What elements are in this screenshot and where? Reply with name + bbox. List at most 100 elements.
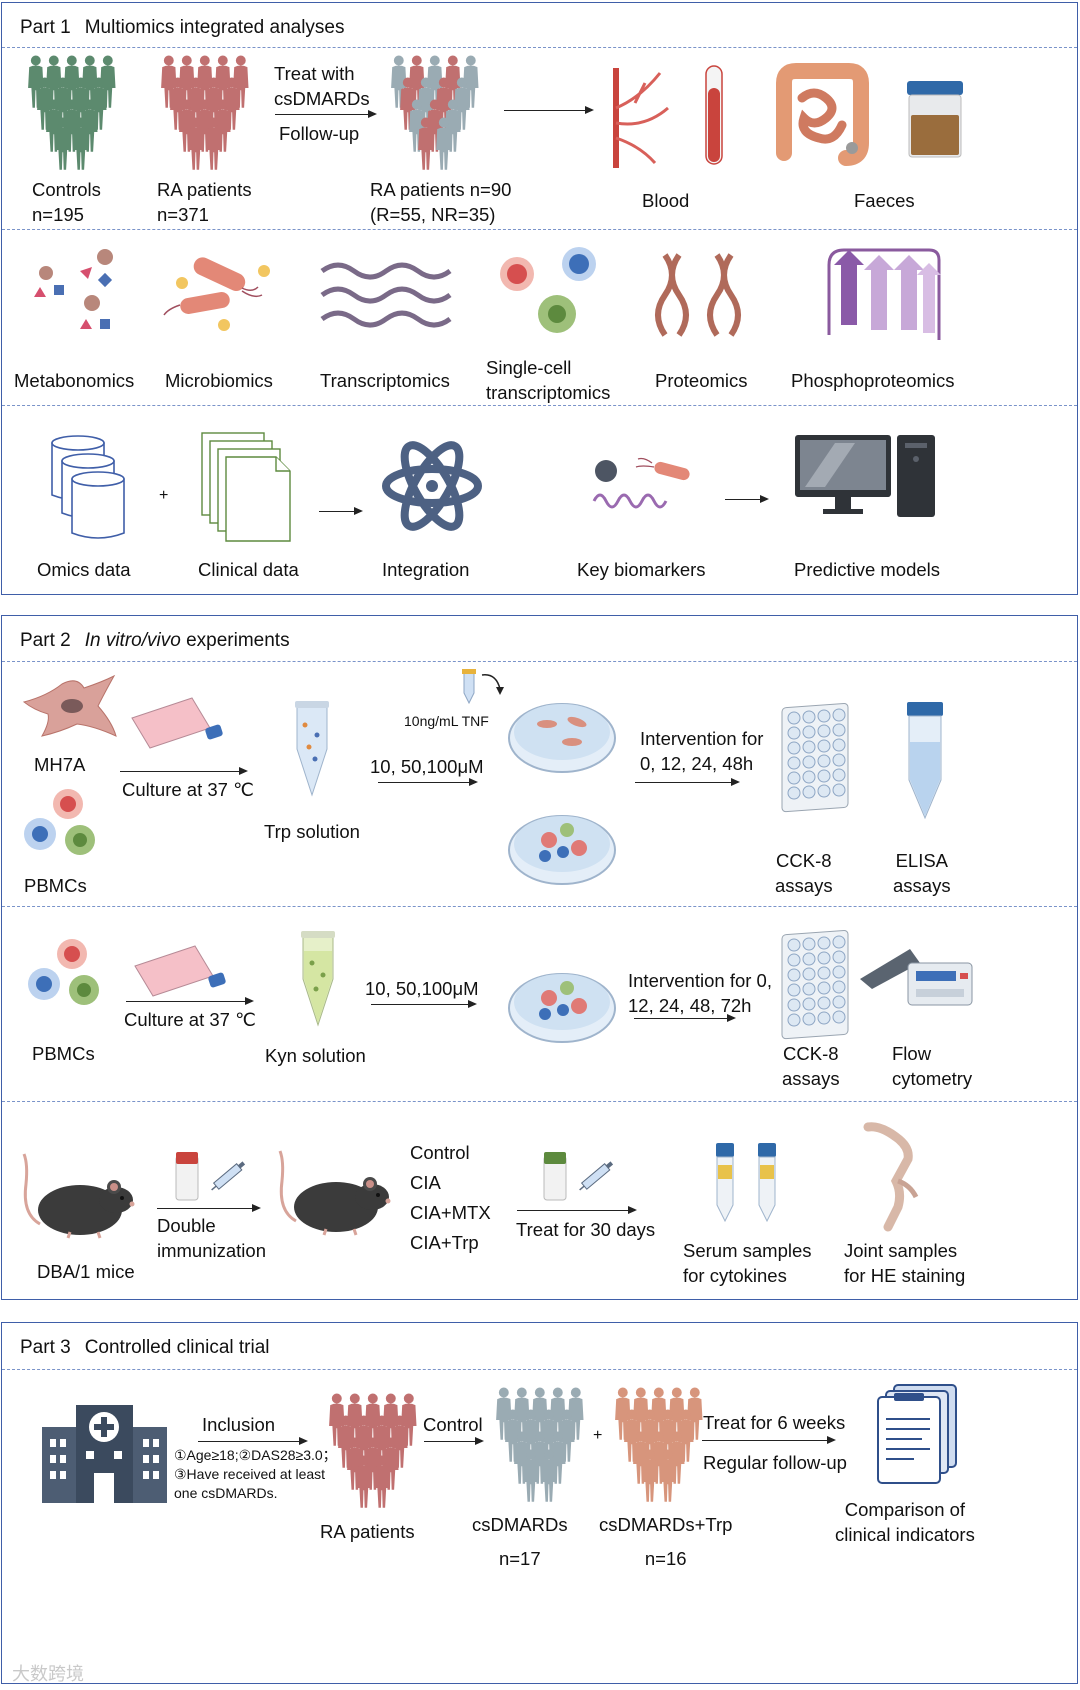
- tnf-tube-icon: [462, 669, 504, 705]
- divider: [2, 1101, 1077, 1102]
- cck8-plate-icon: [781, 703, 849, 813]
- ra-patients-crowd-icon-3: [329, 1393, 417, 1508]
- blood-vessel-icon: [613, 68, 669, 168]
- divider: [2, 1369, 1077, 1370]
- documents-icon: [201, 432, 291, 542]
- vial-syringe-icon: [175, 1152, 246, 1201]
- to-samples-arrow: [504, 105, 594, 114]
- kyn-solution-label: Kyn solution: [265, 1045, 366, 1066]
- trp-tube-icon: [295, 701, 329, 797]
- trp-concentration-label: 10, 50,100μM: [370, 756, 484, 777]
- inclusion-criteria: ①Age≥18;②DAS28≥3.0；③Have received at lea…: [174, 1447, 337, 1501]
- transcriptomics-label: Transcriptomics: [320, 370, 450, 391]
- mouse-icon: [22, 1153, 135, 1239]
- pbmcs-label-2: PBMCs: [32, 1043, 95, 1064]
- controls-crowd-icon: [28, 55, 116, 170]
- database-icon: [51, 435, 125, 539]
- vial-syringe-icon-2: [543, 1152, 614, 1201]
- treat-30-arrow: [517, 1205, 637, 1214]
- trp-arrow: [378, 777, 478, 786]
- petri-dish-pbmc-icon-2: [508, 973, 616, 1043]
- culture-arrow-2: [126, 996, 254, 1005]
- pbmcs-label: PBMCs: [24, 875, 87, 896]
- intervention-arrow: [635, 777, 740, 786]
- joint-bone-icon: [863, 1122, 919, 1232]
- treat-6-arrow: [702, 1435, 836, 1444]
- microbiomics-label: Microbiomics: [165, 370, 273, 391]
- tnf-label: 10ng/mL TNF: [404, 713, 489, 729]
- blood-label: Blood: [642, 190, 690, 211]
- mh7a-label: MH7A: [34, 754, 86, 775]
- ra90-label: RA patients n=90(R=55, NR=35): [370, 179, 512, 225]
- culture-label: Culture at 37 ℃: [122, 779, 254, 800]
- pbmc-cells-icon: [24, 789, 95, 855]
- csdmards-crowd-icon: [496, 1387, 584, 1502]
- regular-followup-label: Regular follow-up: [703, 1452, 847, 1473]
- kyn-concentration-label: 10, 50,100μM: [365, 978, 479, 999]
- intervention-arrow-2: [634, 1013, 736, 1022]
- control-label: Control: [423, 1414, 483, 1435]
- divider: [2, 47, 1077, 48]
- bacteria-icon: [163, 257, 270, 331]
- ra-patients-crowd-icon: [161, 55, 249, 170]
- plus-sign-3: +: [593, 1427, 603, 1444]
- phospho-protein-icon: [827, 248, 941, 340]
- clinical-reports-icon: [877, 1384, 957, 1484]
- mouse-icon-2: [278, 1150, 391, 1236]
- immunization-arrow: [157, 1203, 261, 1212]
- predictive-models-label: Predictive models: [794, 559, 941, 580]
- intestine-icon: [776, 63, 869, 166]
- single-cells-icon: [500, 247, 596, 333]
- plus-sign: +: [159, 487, 169, 504]
- csdmards-trp-crowd-icon: [615, 1387, 703, 1502]
- inclusion-arrow: [198, 1436, 308, 1445]
- serum-tubes-icon: [716, 1143, 776, 1223]
- kyn-tube-icon: [301, 931, 335, 1027]
- culture-flask-icon: [134, 945, 226, 997]
- computer-icon: [795, 435, 935, 517]
- clinical-data-label: Clinical data: [198, 559, 299, 580]
- divider: [2, 229, 1077, 230]
- phosphoproteomics-label: Phosphoproteomics: [791, 370, 955, 391]
- flow-cytometer-icon: [860, 949, 973, 1006]
- trp-solution-label: Trp solution: [264, 821, 360, 842]
- mice-label: DBA/1 mice: [37, 1261, 135, 1282]
- ra-patients-label-3: RA patients: [320, 1521, 415, 1542]
- intervention-label-2: Intervention for 0,12, 24, 48, 72h: [628, 970, 772, 1016]
- faeces-jar-icon: [907, 81, 963, 158]
- cck8-plate-icon-2: [781, 930, 849, 1040]
- treat-30-label: Treat for 30 days: [516, 1219, 656, 1240]
- rna-waves-icon: [320, 262, 452, 328]
- elisa-tube-icon: [907, 702, 943, 820]
- treat-6-label: Treat for 6 weeks: [703, 1412, 846, 1433]
- protein-fibers-icon: [655, 253, 741, 337]
- watermark: 大数跨境: [12, 1664, 84, 1684]
- control-arrow: [424, 1436, 484, 1445]
- atom-icon: [382, 441, 482, 531]
- treat-arrow: [275, 109, 377, 118]
- integration-arrow: [319, 506, 363, 515]
- divider: [2, 906, 1077, 907]
- models-arrow: [725, 494, 769, 503]
- culture-flask-icon: [131, 697, 223, 749]
- metabolites-icon: [34, 249, 113, 329]
